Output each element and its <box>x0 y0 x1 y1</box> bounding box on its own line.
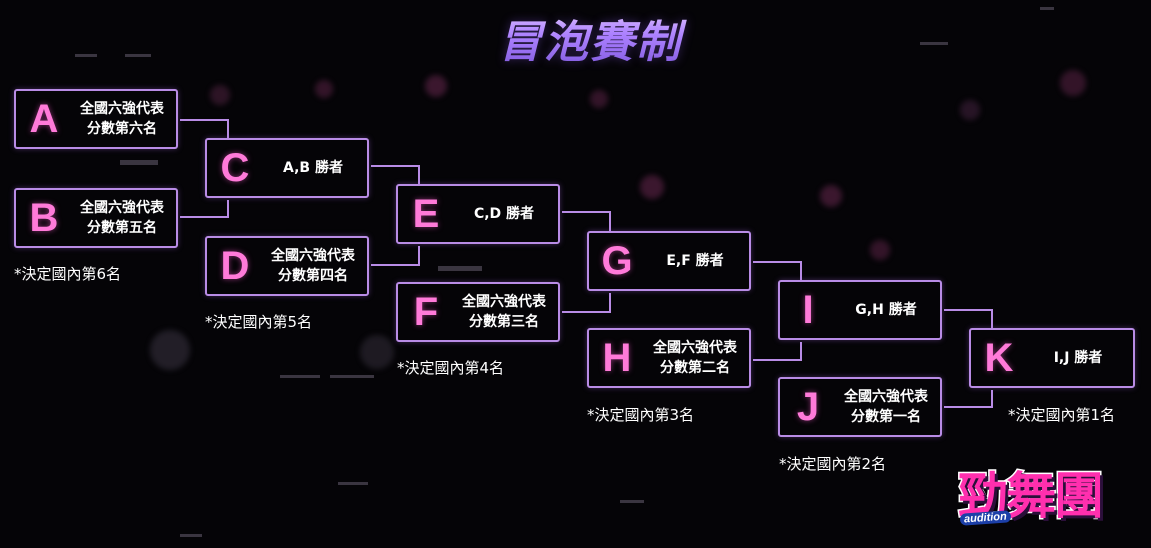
box-letter: G <box>601 238 633 283</box>
box-letter: B <box>29 195 59 240</box>
box-description: C,D 勝者 <box>473 206 535 222</box>
connector-e-g <box>562 211 611 232</box>
box-letter: K <box>984 335 1014 380</box>
bracket-box-j: J 全國六強代表 分數第一名 <box>778 377 942 437</box>
bracket-box-a: A 全國六強代表 分數第六名 <box>14 89 178 149</box>
audition-logo: 勁舞團 audition <box>957 456 1134 540</box>
bokeh-light <box>590 90 608 108</box>
bokeh-light <box>425 75 447 97</box>
bg-dash <box>438 266 482 271</box>
bg-dash <box>338 482 368 485</box>
box-description: G,H 勝者 <box>855 302 917 318</box>
rank-note-1: *決定國內第1名 <box>1008 406 1116 424</box>
bracket-box-c: C A,B 勝者 <box>205 138 369 198</box>
box-letter: F <box>413 289 439 334</box>
rank-note-2: *決定國內第2名 <box>779 455 887 473</box>
connector-a-c <box>180 119 229 140</box>
box-description: A,B 勝者 <box>283 160 343 176</box>
connector-b-c <box>180 200 229 218</box>
box-letter: E <box>412 191 440 236</box>
box-description: 全國六強代表 分數第五名 <box>80 200 164 236</box>
box-letter: D <box>220 243 250 288</box>
bokeh-light <box>870 240 890 260</box>
bokeh-light <box>360 335 394 369</box>
bracket-box-g: G E,F 勝者 <box>587 231 751 291</box>
connector-f-g <box>562 293 611 313</box>
box-description: 全國六強代表 分數第二名 <box>653 340 737 376</box>
box-letter: C <box>220 145 250 190</box>
bg-dash <box>180 534 202 537</box>
bg-dash <box>75 54 97 57</box>
bg-dash <box>920 42 948 45</box>
box-description: 全國六強代表 分數第四名 <box>271 248 355 284</box>
box-letter: A <box>29 96 59 141</box>
bracket-box-f: F 全國六強代表 分數第三名 <box>396 282 560 342</box>
bracket-box-i: I G,H 勝者 <box>778 280 942 340</box>
bg-dash <box>620 500 644 503</box>
bokeh-light <box>315 80 333 98</box>
bokeh-light <box>960 100 980 120</box>
bokeh-light <box>820 185 842 207</box>
page-title: 冒泡賽制 <box>480 6 700 70</box>
rank-note-5: *決定國內第5名 <box>205 313 313 331</box>
box-description: 全國六強代表 分數第一名 <box>844 389 928 425</box>
bokeh-light <box>210 85 230 105</box>
bg-dash <box>330 375 374 378</box>
connector-h-i <box>753 342 802 361</box>
box-description: 全國六強代表 分數第三名 <box>462 294 546 330</box>
box-letter: J <box>796 384 820 429</box>
connector-d-e <box>371 246 420 266</box>
connector-c-e <box>371 165 420 186</box>
bracket-box-k: K I,J 勝者 <box>969 328 1135 388</box>
bracket-box-d: D 全國六強代表 分數第四名 <box>205 236 369 296</box>
connector-i-k <box>944 309 993 330</box>
box-letter: H <box>602 335 632 380</box>
bokeh-light <box>150 330 190 370</box>
bracket-box-b: B 全國六強代表 分數第五名 <box>14 188 178 248</box>
box-description: E,F 勝者 <box>666 253 724 269</box>
bg-dash <box>120 160 158 165</box>
bokeh-light <box>640 175 664 199</box>
connector-g-i <box>753 261 802 282</box>
bg-dash <box>280 375 320 378</box>
rank-note-3: *決定國內第3名 <box>587 406 695 424</box>
bokeh-light <box>1060 70 1086 96</box>
box-letter: I <box>802 287 814 332</box>
connector-j-k <box>944 390 993 408</box>
box-description: 全國六強代表 分數第六名 <box>80 101 164 137</box>
bracket-box-h: H 全國六強代表 分數第二名 <box>587 328 751 388</box>
bg-dash <box>125 54 151 57</box>
bg-dash <box>1040 7 1054 10</box>
bracket-box-e: E C,D 勝者 <box>396 184 560 244</box>
rank-note-6: *決定國內第6名 <box>14 265 122 283</box>
box-description: I,J 勝者 <box>1053 350 1103 366</box>
rank-note-4: *決定國內第4名 <box>397 359 505 377</box>
